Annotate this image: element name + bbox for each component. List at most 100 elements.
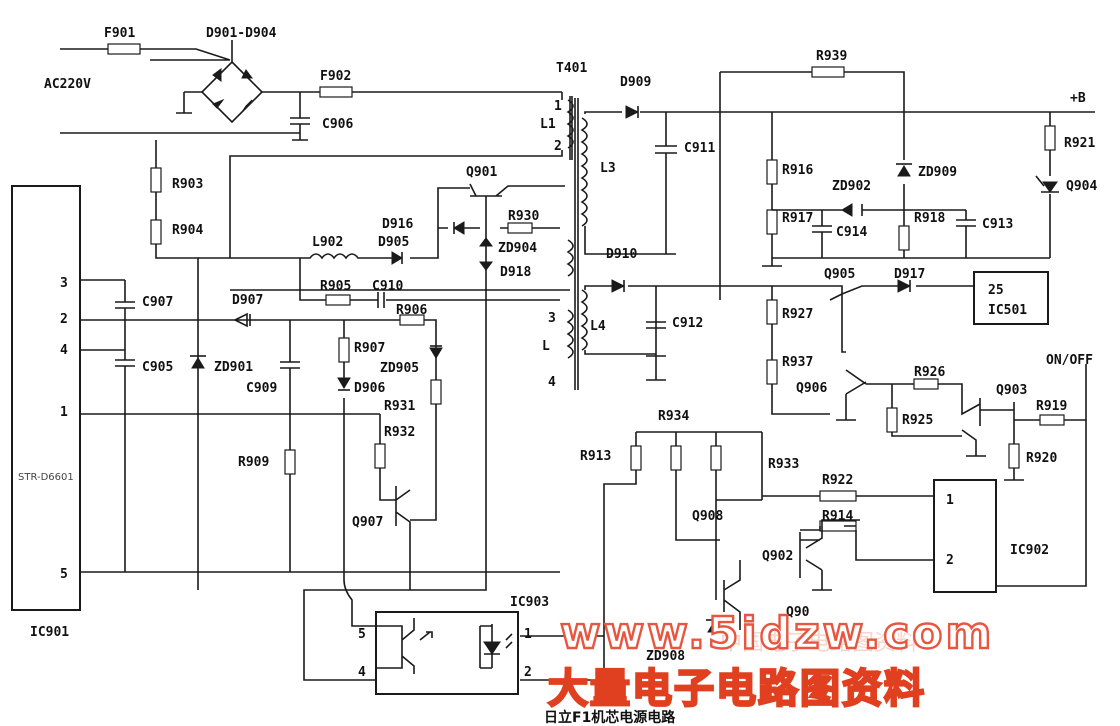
ic902-label: IC902 (1010, 543, 1049, 558)
startup-section (80, 140, 570, 681)
t401-label: T401 (556, 61, 587, 76)
ic902-pin2: 2 (946, 553, 954, 568)
ac220v-label: AC220V (44, 77, 91, 92)
ic903-pin1: 1 (524, 627, 532, 642)
r916-label: R916 (782, 163, 813, 178)
optocoupler-ic903 (375, 611, 519, 695)
r917-label: R917 (782, 211, 813, 226)
l-label: L (542, 339, 550, 354)
f902-label: F902 (320, 69, 351, 84)
feedback-section (190, 312, 443, 627)
c910-label: C910 (372, 279, 403, 294)
ac-input-section (60, 40, 562, 141)
ic501-number: 25 (988, 283, 1004, 298)
q904-label: Q904 (1066, 179, 1097, 194)
l4-label: L4 (590, 319, 606, 334)
d918-label: D918 (500, 265, 531, 280)
r930-label: R930 (508, 209, 539, 224)
r914-label: R914 (822, 509, 853, 524)
r919-label: R919 (1036, 399, 1067, 414)
r906-label: R906 (396, 303, 427, 318)
on-off-label: ON/OFF (1046, 353, 1093, 368)
r922-label: R922 (822, 473, 853, 488)
t401-pin3: 3 (548, 311, 556, 326)
control-section (584, 271, 1087, 481)
d916-label: D916 (382, 217, 413, 232)
ic901-pin1: 1 (60, 405, 68, 420)
ic902-box (933, 479, 997, 593)
d906-label: D906 (354, 381, 385, 396)
ic901-body (11, 185, 81, 611)
ic901-pin2: 2 (60, 312, 68, 327)
r918-label: R918 (914, 211, 945, 226)
ic501-box (973, 271, 1049, 325)
l902-label: L902 (312, 235, 343, 250)
c906-label: C906 (322, 117, 353, 132)
ic902-pin1: 1 (946, 493, 954, 508)
r932-label: R932 (384, 425, 415, 440)
ic903-box (375, 611, 519, 695)
zd901-label: ZD901 (214, 360, 253, 375)
zd908-label: ZD908 (646, 649, 685, 664)
t401-pin2: 2 (554, 139, 562, 154)
r907-label: R907 (354, 341, 385, 356)
fuse-f902-symbol (319, 86, 353, 98)
faint-watermark: 中国电子电路图资料 (720, 631, 918, 656)
ic501-label: IC501 (988, 303, 1027, 318)
fuse-f901-symbol (107, 43, 141, 55)
q901-label: Q901 (466, 165, 497, 180)
plus-b-label: +B (1070, 91, 1086, 106)
zd904-label: ZD904 (498, 241, 537, 256)
d905-label: D905 (378, 235, 409, 250)
ic903-pin2: 2 (524, 665, 532, 680)
r939-label: R939 (816, 49, 847, 64)
zd909-label: ZD909 (918, 165, 957, 180)
r937-label: R937 (782, 355, 813, 370)
str-d6601-label: STR-D6601 (18, 472, 74, 483)
c914-label: C914 (836, 225, 867, 240)
ic903-pin5: 5 (358, 627, 366, 642)
d910-label: D910 (606, 247, 637, 262)
r925-label: R925 (902, 413, 933, 428)
d909-label: D909 (620, 75, 651, 90)
ic901-pin3: 3 (60, 276, 68, 291)
r926-label: R926 (914, 365, 945, 380)
q903-label: Q903 (996, 383, 1027, 398)
r909-label: R909 (238, 455, 269, 470)
diagram-title: 日立F1机芯电源电路 (544, 709, 676, 726)
secondary-b-rail (584, 66, 1095, 300)
t401-pin4: 4 (548, 375, 556, 390)
t401-pin1: 1 (554, 99, 562, 114)
q906-label: Q906 (796, 381, 827, 396)
c912-label: C912 (672, 316, 703, 331)
l3-label: L3 (600, 161, 616, 176)
zd902-label: ZD902 (832, 179, 871, 194)
ic903-label: IC903 (510, 595, 549, 610)
r934-label: R934 (658, 409, 689, 424)
c909-label: C909 (246, 381, 277, 396)
f901-label: F901 (104, 26, 135, 41)
url-watermark: www.5idzw.com (560, 608, 994, 659)
r933-label: R933 (768, 457, 799, 472)
r931-label: R931 (384, 399, 415, 414)
cn-watermark: 大量电子电路图资料 (548, 666, 926, 712)
d901-d904-label: D901-D904 (206, 26, 277, 41)
q908-label: Q908 (692, 509, 723, 524)
r905-label: R905 (320, 279, 351, 294)
zd905-label: ZD905 (380, 361, 419, 376)
d917-label: D917 (894, 267, 925, 282)
transformer-t401 (229, 92, 588, 390)
c913-label: C913 (982, 217, 1013, 232)
q909-label: Q90 (786, 605, 810, 620)
protection-section (520, 420, 1087, 681)
r903-label: R903 (172, 177, 203, 192)
c907-label: C907 (142, 295, 173, 310)
r913-label: R913 (580, 449, 611, 464)
d907-label: D907 (232, 293, 263, 308)
q905-label: Q905 (824, 267, 855, 282)
r904-label: R904 (172, 223, 203, 238)
ic901-pin4: 4 (60, 343, 68, 358)
c911-label: C911 (684, 141, 715, 156)
c905-label: C905 (142, 360, 173, 375)
